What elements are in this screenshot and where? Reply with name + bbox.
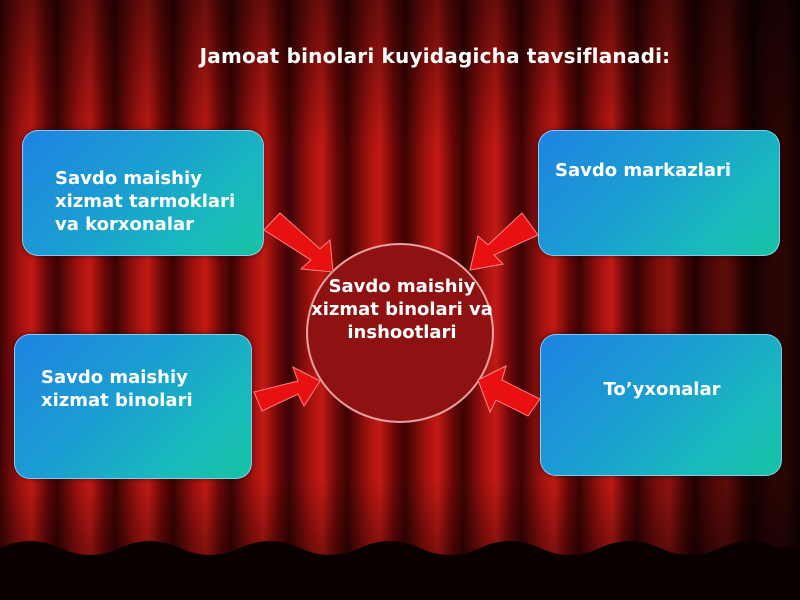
box-label: Savdo maishiy xizmat binolari <box>41 367 193 411</box>
center-label: Savdo maishiy xizmat binolari va inshoot… <box>311 276 493 343</box>
slide-title: Jamoat binolari kuyidagicha tavsiflanadi… <box>199 44 671 68</box>
box-label: Savdo markazlari <box>555 160 732 181</box>
box-label: To’yxonalar <box>603 379 721 400</box>
box-trade-service-buildings: Savdo maishiy xizmat binolari <box>14 334 252 479</box>
box-trade-service-networks: Savdo maishiy xizmat tarmoklari va korxo… <box>22 130 264 256</box>
box-label: Savdo maishiy xizmat tarmoklari va korxo… <box>55 168 236 235</box>
center-circle: Savdo maishiy xizmat binolari va inshoot… <box>306 243 494 423</box>
box-wedding-halls: To’yxonalar <box>540 334 782 476</box>
box-shopping-centers: Savdo markazlari <box>538 130 780 256</box>
